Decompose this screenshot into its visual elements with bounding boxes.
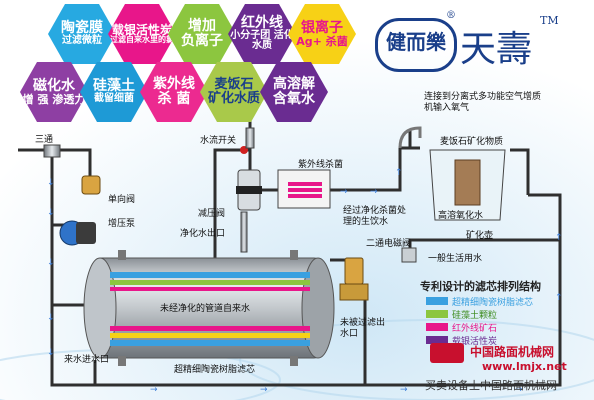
svg-text:↓: ↓ bbox=[47, 313, 55, 323]
svg-text:↑: ↑ bbox=[555, 233, 563, 243]
brand-chinese-logo: 健而樂 bbox=[386, 30, 446, 54]
tee-fitting bbox=[43, 144, 61, 158]
watermark-url: www.lmjx.net bbox=[482, 360, 567, 373]
label-ceramic-filter: 超精细陶瓷树脂滤芯 bbox=[174, 365, 256, 375]
svg-text:↑: ↑ bbox=[555, 293, 563, 303]
filter-legend-swatch bbox=[426, 323, 448, 331]
hexagon-magnetized: 磁化水 增 强 渗透力 bbox=[20, 62, 88, 122]
label-maifanshi: 麦饭石矿化物质 bbox=[440, 137, 504, 147]
brand-tianshou: 天壽 bbox=[460, 29, 533, 70]
label-oxygen-water: 高溶氧化水 bbox=[438, 211, 484, 221]
filter-legend-item: 超精细陶瓷树脂滤芯 bbox=[452, 298, 534, 308]
hexagon-silver-ion: 银离子 Ag+ 杀菌 bbox=[288, 4, 356, 64]
svg-text:→: → bbox=[370, 187, 378, 197]
tank-label: 未经净化的管道自来水 bbox=[160, 304, 251, 314]
svg-text:↓: ↓ bbox=[47, 178, 55, 188]
svg-text:→: → bbox=[260, 385, 268, 395]
filter-legend-item: 红外线矿石 bbox=[452, 324, 498, 334]
label-unfiltered-outlet: 未被过滤出水口 bbox=[340, 318, 386, 339]
svg-text:↓: ↓ bbox=[47, 258, 55, 268]
filter-legend-item: 载银活性炭 bbox=[452, 337, 498, 347]
label-pressure-valve: 减压阀 bbox=[198, 209, 226, 219]
brand-tm: TM bbox=[540, 14, 559, 27]
filter-legend-swatch bbox=[426, 336, 448, 344]
label-check-valve: 单向阀 bbox=[108, 195, 136, 205]
watermark-bottom: 买卖设备上中国路面机械网 bbox=[425, 379, 557, 392]
svg-text:→: → bbox=[515, 385, 523, 395]
faucet bbox=[401, 247, 417, 263]
label-air-connect: 连接到分离式多功能空气增质机输入氧气 bbox=[424, 92, 542, 113]
filter-legend-title: 专利设计的滤芯排列结构 bbox=[420, 280, 541, 293]
filter-legend-swatch bbox=[426, 310, 448, 318]
svg-text:→: → bbox=[340, 187, 348, 197]
watermark-site-name: 中国路面机械网 bbox=[470, 345, 555, 359]
watermark-logo bbox=[430, 343, 464, 363]
label-purified-drinking: 经过净化杀菌处理的生饮水 bbox=[343, 206, 407, 227]
label-water-inlet: 来水进水口 bbox=[64, 355, 110, 365]
label-uv: 紫外线杀菌 bbox=[298, 160, 344, 170]
label-solenoid: 二通电磁阀 bbox=[366, 239, 412, 249]
label-flow-switch: 水流开关 bbox=[200, 136, 237, 146]
svg-text:↓: ↓ bbox=[47, 208, 55, 218]
solenoid-valve bbox=[344, 257, 364, 285]
brand-emblem bbox=[375, 18, 457, 72]
check-valve bbox=[81, 175, 101, 195]
hexagon-oxygen-water: 高溶解 含氧水 bbox=[260, 62, 328, 122]
filter-legend-item: 硅藻土颗粒 bbox=[452, 311, 498, 321]
svg-text:→: → bbox=[150, 385, 158, 395]
label-booster-pump: 增压泵 bbox=[108, 219, 136, 229]
svg-text:↑: ↑ bbox=[395, 168, 403, 178]
label-purified-outlet: 净化水出口 bbox=[180, 229, 226, 239]
label-san-tong: 三通 bbox=[35, 135, 54, 145]
brand-registered: ® bbox=[446, 10, 456, 21]
svg-text:→: → bbox=[400, 385, 408, 395]
label-mineral-pot: 矿化壶 bbox=[466, 231, 494, 241]
svg-text:↓: ↓ bbox=[47, 348, 55, 358]
filter-legend-swatch bbox=[426, 297, 448, 305]
label-living-water: 一般生活用水 bbox=[428, 254, 483, 264]
